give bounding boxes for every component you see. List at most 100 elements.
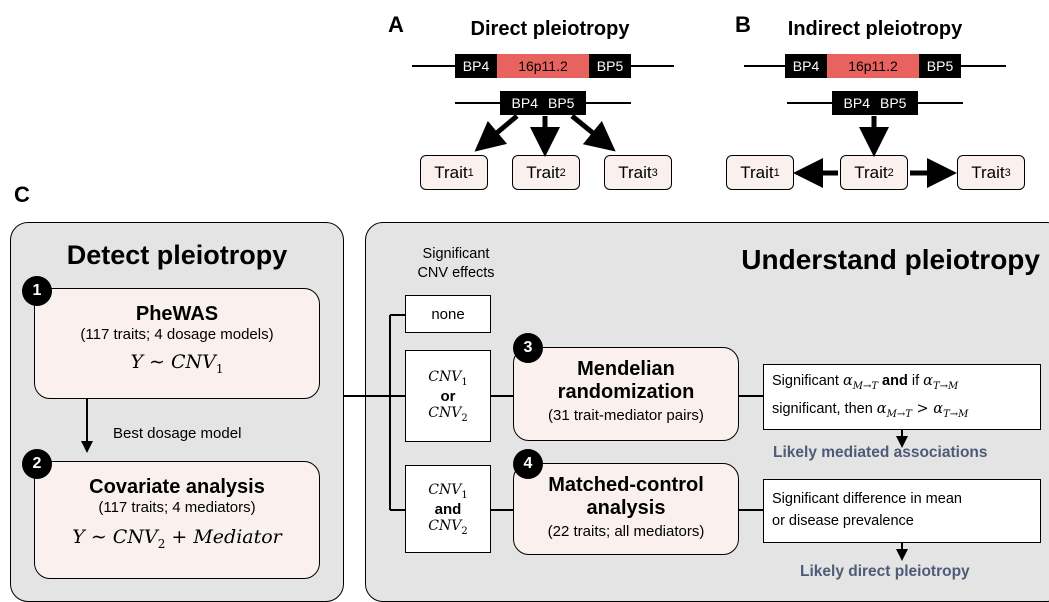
- result3-line2: significant, then αM→T > αT→M: [772, 398, 1032, 426]
- step2-badge: 2: [22, 449, 52, 479]
- step1-badge: 1: [22, 276, 52, 306]
- step4-badge: 4: [513, 449, 543, 479]
- panel-b-letter: B: [735, 12, 751, 37]
- trait-1-b-label: Trait: [740, 162, 774, 182]
- significant-cnv-label: Significant CNV effects: [404, 245, 508, 283]
- step3-badge: 3: [513, 333, 543, 363]
- cond-and-bottom-text: CNV: [428, 517, 462, 534]
- step1-formula-lhs: Y ∼ CNV: [130, 351, 216, 373]
- step2-formula-lhs: Y ∼ CNV: [72, 526, 158, 548]
- step1-title: PheWAS: [135, 303, 219, 325]
- cond-or-top: CNV1: [428, 369, 467, 388]
- alpha-m-t-sub: M→T: [852, 380, 879, 392]
- cond-or-bottom-text: CNV: [428, 404, 462, 421]
- cond-and-box: CNV1 and CNV2: [405, 465, 491, 553]
- cond-and-top-sub: 1: [461, 489, 468, 501]
- panel-c-letter: C: [14, 182, 30, 207]
- result3-text1: Significant: [772, 373, 843, 389]
- step2-formula: Y ∼ CNV2 + Mediator: [35, 526, 319, 551]
- bp5-label-a: BP5: [548, 95, 575, 111]
- trait-3-a-label: Trait: [618, 162, 652, 182]
- region-16p11-segment-a: 16p11.2: [497, 54, 589, 78]
- region-16p11-segment-b: 16p11.2: [827, 54, 919, 78]
- trait-2-a-label: Trait: [526, 162, 560, 182]
- step2-subtitle: (117 traits; 4 mediators): [98, 499, 256, 516]
- trait-2-a-sub: 2: [559, 166, 566, 179]
- bp5-segment-b: BP5: [919, 54, 961, 78]
- step3-mr-box: Mendelian randomization (31 trait-mediat…: [513, 347, 739, 441]
- result3-line1: Significant αM→T and if αT→M: [772, 370, 1032, 398]
- alpha-m-t-2: αM→T: [876, 400, 912, 420]
- bp4-label-a: BP4: [511, 95, 538, 111]
- bp4-segment-b: BP4: [785, 54, 827, 78]
- alpha-t-m: αT→M: [923, 373, 959, 392]
- cond-or-bottom-sub: 2: [461, 412, 468, 424]
- step3-subtitle: (31 trait-mediator pairs): [548, 407, 704, 424]
- alpha-m-t: αM→T: [842, 373, 879, 392]
- significant-cnv-label-line2: CNV effects: [417, 265, 495, 281]
- cond-and-top: CNV1: [428, 482, 467, 501]
- result3-box: Significant αM→T and if αT→M significant…: [763, 364, 1041, 430]
- alpha-m-t-2-symbol: α: [876, 400, 887, 417]
- deletion-segment-a: BP4 BP5: [500, 91, 586, 115]
- result3-text2: if: [907, 373, 924, 389]
- trait-3-b-sub: 3: [1004, 166, 1011, 179]
- panel-b-title: Indirect pleiotropy: [787, 18, 963, 40]
- step2-formula-sub: 2: [157, 536, 166, 551]
- outcome-mediated: Likely mediated associations: [773, 444, 988, 461]
- step4-matched-box: Matched-control analysis (22 traits; all…: [513, 463, 739, 555]
- cond-and-bottom-sub: 2: [461, 525, 468, 537]
- cond-and-top-text: CNV: [428, 481, 462, 498]
- result3-and: and: [878, 373, 908, 389]
- alpha-m-t-symbol: α: [842, 373, 853, 389]
- step1-phewas-box: PheWAS (117 traits; 4 dosage models) Y ∼…: [34, 288, 320, 399]
- step2-covariate-box: Covariate analysis (117 traits; 4 mediat…: [34, 461, 320, 579]
- cond-none-box: none: [405, 295, 491, 333]
- cond-and-bottom: CNV2: [428, 518, 467, 537]
- cond-or-word: or: [440, 387, 456, 405]
- trait-2-b-sub: 2: [887, 166, 894, 179]
- alpha-t-m-symbol: α: [923, 373, 933, 389]
- trait-2-b-label: Trait: [854, 162, 888, 182]
- cond-or-top-text: CNV: [428, 368, 462, 385]
- step1-formula: Y ∼ CNV1: [35, 351, 319, 376]
- bp4-segment-a: BP4: [455, 54, 497, 78]
- alpha-t-m-2-sub: T→M: [943, 408, 969, 420]
- step1-formula-sub: 1: [215, 361, 224, 376]
- trait-1-a-sub: 1: [467, 166, 474, 179]
- alpha-t-m-sub: T→M: [932, 380, 959, 392]
- cond-or-top-sub: 1: [461, 376, 468, 388]
- trait-3-a-sub: 3: [651, 166, 658, 179]
- bp4-label-b: BP4: [843, 95, 870, 111]
- panel-a-title: Direct pleiotropy: [470, 18, 630, 40]
- arrow-a-trait3: [570, 114, 616, 152]
- bp5-segment-a: BP5: [589, 54, 631, 78]
- step2-title: Covariate analysis: [89, 476, 265, 498]
- cond-and-word: and: [434, 500, 462, 518]
- arrow-a-trait1: [474, 114, 519, 152]
- result4-line2: or disease prevalence: [772, 513, 914, 529]
- cond-none-label: none: [431, 305, 465, 323]
- step3-title-line2: randomization: [557, 381, 695, 403]
- result4-box: Significant difference in mean or diseas…: [763, 479, 1041, 543]
- step4-title-line2: analysis: [586, 497, 666, 519]
- step1-subtitle: (117 traits; 4 dosage models): [80, 326, 274, 343]
- greater-than-sign: >: [911, 400, 934, 417]
- step3-title-line1: Mendelian: [577, 358, 675, 380]
- best-dosage-label: Best dosage model: [113, 425, 242, 442]
- significant-cnv-label-line1: Significant: [422, 246, 490, 262]
- bp5-label-b: BP5: [880, 95, 907, 111]
- result3-line2-text: significant, then: [772, 400, 877, 417]
- detect-title: Detect pleiotropy: [66, 240, 288, 270]
- cond-or-bottom: CNV2: [428, 405, 467, 424]
- step2-formula-rhs: + Mediator: [165, 526, 282, 548]
- cond-or-box: CNV1 or CNV2: [405, 350, 491, 442]
- deletion-segment-b: BP4 BP5: [832, 91, 918, 115]
- outcome-direct: Likely direct pleiotropy: [800, 563, 970, 580]
- alpha-t-m-2-symbol: α: [933, 400, 944, 417]
